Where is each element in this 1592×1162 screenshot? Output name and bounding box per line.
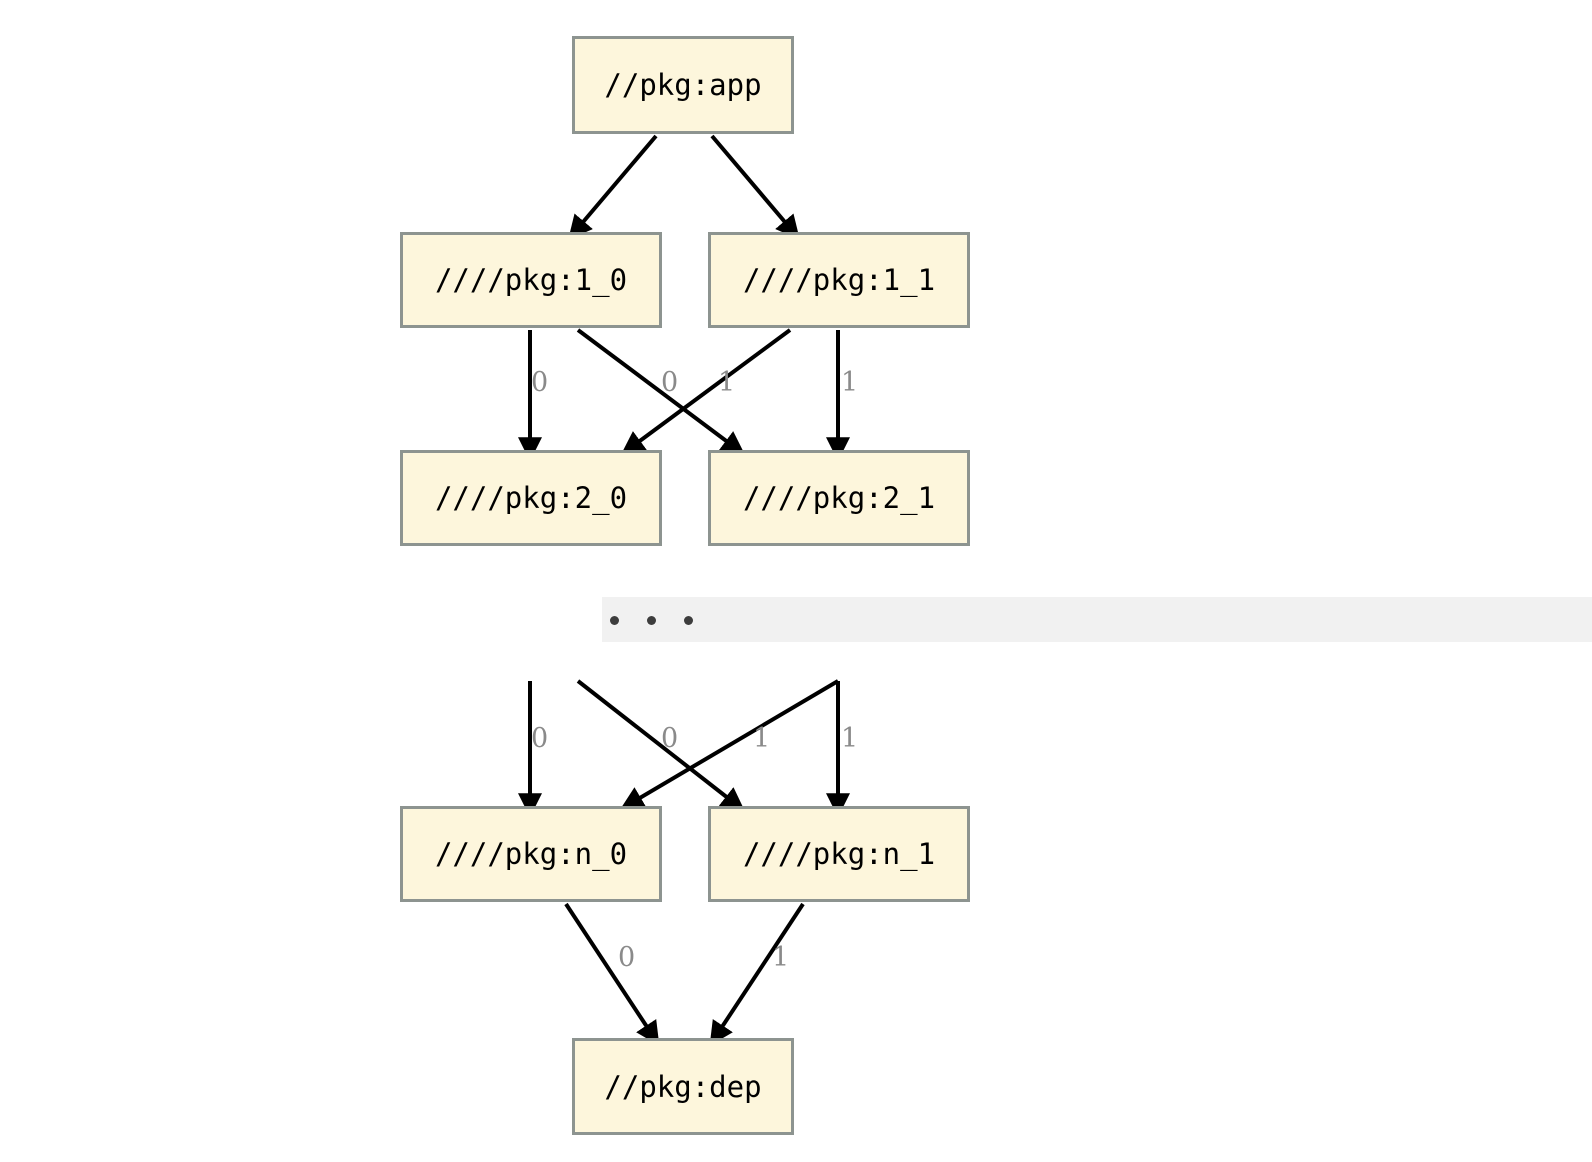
graph-edge-n1_1-to-n2_0 — [620, 328, 792, 456]
edge-label: 1 — [841, 367, 859, 398]
edge-label: 1 — [772, 942, 790, 973]
graph-node-n1_0[interactable]: ////pkg:1_0 — [400, 232, 662, 328]
edge-label: 1 — [841, 723, 859, 754]
edge-label: 0 — [531, 367, 549, 398]
graph-node-app[interactable]: //pkg:app — [572, 36, 794, 134]
edges-group — [518, 134, 850, 1046]
graph-edge-cut-to-nn_0 — [619, 679, 840, 810]
graph-node-n2_1[interactable]: ////pkg:2_1 — [708, 450, 970, 546]
graph-node-label: ////pkg:1_1 — [742, 263, 936, 297]
graph-node-nn_1[interactable]: ////pkg:n_1 — [708, 806, 970, 902]
graph-node-label: ////pkg:2_0 — [434, 481, 628, 515]
graph-node-label: ////pkg:n_0 — [434, 837, 628, 871]
graph-node-label: ////pkg:1_0 — [434, 263, 628, 297]
edge-label: 0 — [661, 367, 679, 398]
graph-edge-cut-to-nn_1 — [576, 679, 745, 812]
graph-node-n1_1[interactable]: ////pkg:1_1 — [708, 232, 970, 328]
graph-edge-app-to-n1_0 — [568, 134, 658, 240]
edge-label: 0 — [531, 723, 549, 754]
edge-label: 1 — [718, 367, 736, 398]
graph-node-nn_0[interactable]: ////pkg:n_0 — [400, 806, 662, 902]
graph-edge-nn_0-to-dep — [564, 902, 660, 1046]
graph-edge-nn_1-to-dep — [709, 902, 805, 1046]
edge-label: 0 — [618, 942, 636, 973]
ellipsis-dot — [684, 616, 693, 625]
graph-node-n2_0[interactable]: ////pkg:2_0 — [400, 450, 662, 546]
edge-label: 1 — [753, 723, 771, 754]
ellipsis-separator-band — [602, 597, 1592, 642]
graph-node-label: ////pkg:2_1 — [742, 481, 936, 515]
graph-node-label: //pkg:app — [604, 68, 762, 102]
ellipsis-dot — [610, 616, 619, 625]
edge-label: 0 — [661, 723, 679, 754]
ellipsis-dot — [647, 616, 656, 625]
graph-node-label: ////pkg:n_1 — [742, 837, 936, 871]
graph-node-dep[interactable]: //pkg:dep — [572, 1038, 794, 1135]
graph-edge-app-to-n1_1 — [710, 134, 800, 240]
graph-edge-n1_0-to-n2_1 — [576, 328, 746, 456]
graph-node-label: //pkg:dep — [604, 1069, 762, 1104]
